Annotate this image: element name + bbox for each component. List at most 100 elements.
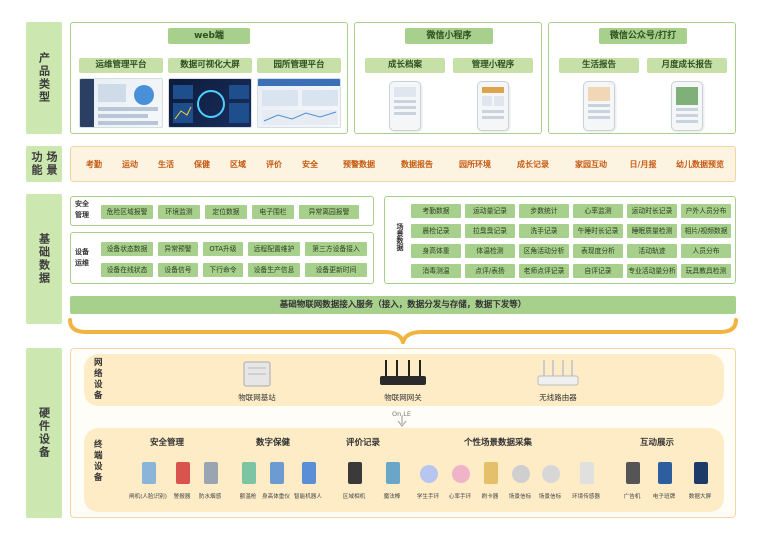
gzh-monthly-phone: [671, 81, 703, 131]
scene-attendance: 考勤: [86, 160, 102, 169]
scene-data-chip: 心率监测: [573, 204, 623, 218]
device-icon: [694, 462, 708, 484]
device-label: 心率手环: [448, 494, 472, 500]
device-label: 智能机器人: [294, 494, 322, 500]
scene-life: 生活: [158, 160, 174, 169]
scene-data-chip: 运动时长记录: [627, 204, 677, 218]
ops-chip-online: 设备在线状态: [101, 263, 153, 277]
device-label: 闸机(人脸识别): [129, 494, 167, 500]
device-icon: [302, 462, 316, 484]
gzh-life-phone: [583, 81, 615, 131]
scene-data-label: 场景数据: [396, 223, 404, 251]
mini-growth-phone: [389, 81, 421, 131]
scene-data-chip: 消毒测温: [411, 264, 461, 278]
web-garden-screenshot: [257, 78, 341, 128]
safety-data-label: 安全管理: [75, 200, 89, 219]
gateway-label: 物联网网关: [384, 393, 422, 402]
device-icon: [270, 462, 284, 484]
web-ops-screenshot: [79, 78, 163, 128]
bigscreen-dashboard-image: [173, 85, 249, 123]
scene-data-chip: 表现度分析: [573, 244, 623, 258]
ops-chip-remote: 远程配置维护: [248, 242, 300, 256]
scene-strip: 考勤 运动 生活 保健 区域 评价 安全 预警数据 数据报告 园所环境 成长记录…: [70, 146, 736, 182]
network-label: 网络设备: [94, 358, 103, 401]
scene-data-chip: 睡眠质量检测: [627, 224, 677, 238]
gzh-item-monthly: 月度成长报告: [647, 58, 727, 73]
scene-data-chip: 自评记录: [573, 264, 623, 278]
device-label: 魔法棒: [383, 494, 401, 500]
device-label: 数据大屏: [688, 494, 712, 500]
device-icon: [242, 462, 256, 484]
safety-chip-danger: 危险区域报警: [101, 205, 153, 219]
section-hardware: 硬件设备: [26, 348, 62, 518]
iot-service-bar: 基础物联网数据接入服务（接入，数据分发与存储，数据下发等）: [70, 296, 736, 314]
web-item-bigscreen: 数据可视化大屏: [168, 58, 252, 73]
device-label: 环境传感器: [572, 494, 600, 500]
terminal-label: 终端设备: [94, 440, 103, 483]
base-station-icon: [243, 361, 271, 387]
device-icon: [542, 465, 560, 483]
scene-garden-env: 园所环境: [459, 160, 491, 169]
safety-chip-location: 定位数据: [205, 205, 247, 219]
ops-chip-update: 设备更新时间: [305, 263, 367, 277]
device-icon: [580, 462, 594, 484]
scene-data-chip: 户外人员分布: [681, 204, 731, 218]
device-icon: [204, 462, 218, 484]
scene-child-preview: 幼儿数据预览: [676, 160, 724, 169]
scene-area: 区域: [230, 160, 246, 169]
device-icon: [626, 462, 640, 484]
web-bigscreen-screenshot: [168, 78, 252, 128]
scene-data-chip: 午睡时长记录: [573, 224, 623, 238]
web-item-ops: 运维管理平台: [79, 58, 163, 73]
scene-data-chip: 体温检测: [465, 244, 515, 258]
device-icon: [386, 462, 400, 484]
device-label: 场景信标: [508, 494, 532, 500]
section-scene-function: 场景功能: [26, 146, 62, 182]
device-label: 场景信标: [538, 494, 562, 500]
scene-home-interaction: 家园互动: [575, 160, 607, 169]
scene-growth-record: 成长记录: [517, 160, 549, 169]
device-label: 防水烟感: [198, 494, 222, 500]
device-icon: [658, 462, 672, 484]
device-label: 广告机: [623, 494, 641, 500]
device-icon: [484, 462, 498, 484]
scene-data-chip: 玩具教具检测: [681, 264, 731, 278]
safety-data-panel: 安全管理 危险区域报警 环境监测 定位数据 电子围栏 异常离园报警: [70, 196, 374, 226]
device-icon: [452, 465, 470, 483]
mini-item-manage: 管理小程序: [453, 58, 533, 73]
lte-label: On.LE: [392, 410, 412, 418]
base-station-label: 物联网基站: [238, 393, 276, 402]
cat-safety: 安全管理: [149, 438, 184, 448]
cat-interactive-display: 互动展示: [639, 438, 674, 448]
scene-warning-data: 预警数据: [343, 160, 375, 169]
miniprogram-panel: 微信小程序 成长档案 管理小程序: [354, 22, 542, 134]
arrow-down-icon: [397, 416, 407, 427]
scene-data-panel: 场景数据 考勤数据运动量记录步数统计心率监测运动时长记录户外人员分布晨检记录拉臭…: [384, 196, 736, 284]
scene-data-chip: 拉臭臭记录: [465, 224, 515, 238]
gzh-title: 微信公众号/打打: [599, 28, 687, 44]
mini-title: 微信小程序: [405, 28, 493, 44]
section-basic-data: 基础数据: [26, 194, 62, 324]
device-icon: [512, 465, 530, 483]
ops-dashboard-image: [80, 79, 158, 127]
ops-data-label: 设备运维: [75, 248, 89, 267]
orange-bracket: [68, 318, 738, 344]
ops-chip-thirdparty: 第三方设备接入: [305, 242, 367, 256]
device-icon: [142, 462, 156, 484]
cat-evaluation: 评价记录: [345, 438, 380, 448]
device-label: 警报器: [173, 494, 191, 500]
device-label: 刷卡器: [481, 494, 499, 500]
scene-sports: 运动: [122, 160, 138, 169]
scene-data-chip: 相片/视频数据: [681, 224, 731, 238]
web-title: web端: [168, 28, 250, 44]
scene-daily-monthly: 日/月报: [629, 160, 657, 169]
device-label: 区域相机: [342, 494, 366, 500]
device-label: 电子班牌: [652, 494, 676, 500]
scene-data-chip: 洗手记录: [519, 224, 569, 238]
scene-data-chip: 活动轨迹: [627, 244, 677, 258]
scene-health: 保健: [194, 160, 210, 169]
scene-data-chip: 老师点评记录: [519, 264, 569, 278]
garden-platform-image: [258, 79, 340, 125]
web-item-garden: 园所管理平台: [257, 58, 341, 73]
scene-data-chip: 运动量记录: [465, 204, 515, 218]
